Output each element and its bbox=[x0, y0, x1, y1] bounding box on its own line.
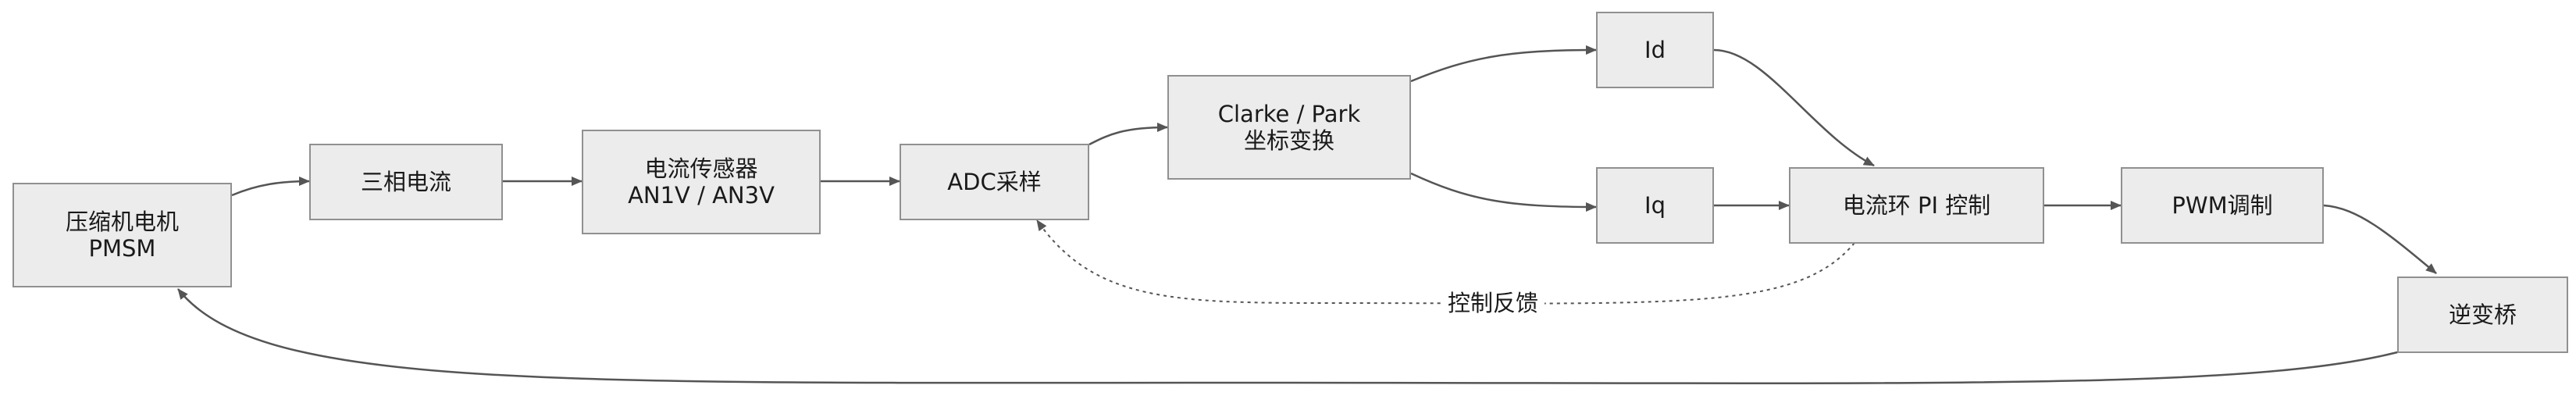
edge-pwm-to-inverter bbox=[2323, 204, 2437, 274]
node-id-label: Id bbox=[1644, 37, 1666, 63]
node-iq-label: Iq bbox=[1644, 192, 1666, 219]
node-inverter-label: 逆变桥 bbox=[2448, 301, 2517, 328]
edge-label-control-feedback: 控制反馈 bbox=[1441, 290, 1545, 316]
node-compressor-line1: 压缩机电机 bbox=[65, 209, 179, 235]
edge-pi-to-adc-feedback bbox=[1036, 219, 1855, 305]
node-pwm-label: PWM调制 bbox=[2172, 192, 2273, 219]
node-id: Id bbox=[1596, 12, 1714, 88]
node-sensor-line1: 电流传感器 bbox=[644, 155, 758, 182]
edge-adc-to-clarke bbox=[1088, 123, 1168, 146]
node-clarke-line2: 坐标变换 bbox=[1243, 127, 1334, 154]
edge-inverter-to-compressor bbox=[177, 288, 2410, 384]
node-inverter-bridge: 逆变桥 bbox=[2397, 276, 2568, 353]
node-current-loop-pi: 电流环 PI 控制 bbox=[1789, 167, 2044, 244]
node-pi-label: 电流环 PI 控制 bbox=[1842, 192, 1991, 219]
node-sensor-line2: AN1V / AN3V bbox=[628, 182, 775, 209]
node-three-phase-current: 三相电流 bbox=[309, 144, 503, 220]
node-pwm-modulation: PWM调制 bbox=[2121, 167, 2324, 244]
node-adc-sampling: ADC采样 bbox=[900, 144, 1089, 220]
node-clarke-line1: Clarke / Park bbox=[1217, 101, 1361, 127]
node-iq: Iq bbox=[1596, 167, 1714, 244]
node-compressor-line2: PMSM bbox=[88, 235, 156, 262]
node-adc-label: ADC采样 bbox=[947, 169, 1042, 195]
edge-clarke-to-id bbox=[1410, 45, 1597, 83]
edge-clarke-to-iq bbox=[1410, 172, 1597, 212]
edge-id-to-pi bbox=[1713, 48, 1875, 167]
edge-compressor-to-three-phase bbox=[231, 177, 310, 197]
node-three-phase-label: 三相电流 bbox=[360, 169, 451, 195]
